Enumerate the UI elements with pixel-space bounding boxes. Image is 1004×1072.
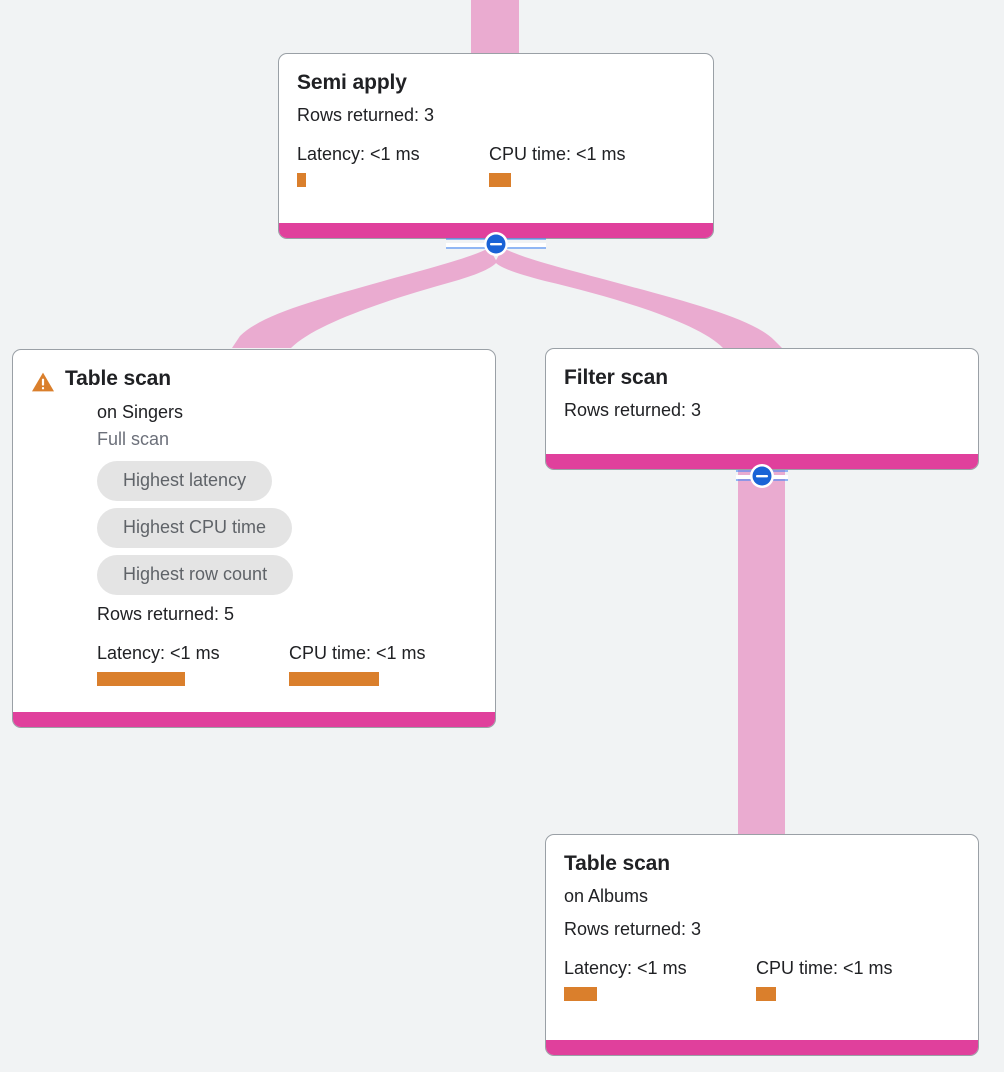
node-subtitle: on Singers [97,402,184,422]
edge-semi-apply-to-table-scan-singers [232,248,497,348]
node-body: Semi apply Rows returned: 3 Latency: <1 … [279,54,713,223]
metric-cpu: CPU time: <1 ms [489,143,626,187]
metric-latency: Latency: <1 ms [97,642,289,686]
metric-cpu: CPU time: <1 ms [289,642,426,686]
metric-cpu-bar [756,987,776,1001]
node-header: Filter scan [564,365,960,391]
node-title: Table scan [65,367,171,390]
plan-node-filter-scan[interactable]: Filter scan Rows returned: 3 [545,348,979,470]
node-accent-bar [279,223,713,238]
node-details: on Singers Full scan Highest latency Hig… [31,399,477,686]
metric-cpu-label: CPU time: <1 ms [756,958,893,978]
badge-highest-row-count[interactable]: Highest row count [97,555,294,595]
metric-cpu-bar [289,672,379,686]
node-metrics: Latency: <1 ms CPU time: <1 ms [97,642,477,686]
node-accent-bar [546,454,978,469]
badge-highest-cpu-time[interactable]: Highest CPU time [97,508,293,548]
node-accent-bar [13,712,495,727]
edge-root-to-semi-apply [471,0,519,54]
node-rows-returned: Rows returned: 3 [564,400,702,420]
edge-semi-apply-to-filter-scan [495,248,782,348]
badge-highest-latency[interactable]: Highest latency [97,461,273,501]
collapse-toggle-filter-scan[interactable] [736,464,788,490]
node-subtitle: on Albums [564,886,649,906]
metric-latency-label: Latency: <1 ms [297,144,420,164]
node-rows-returned: Rows returned: 5 [97,604,235,624]
node-metrics: Latency: <1 ms CPU time: <1 ms [564,957,960,1001]
node-header: Table scan [31,366,477,393]
node-body: Filter scan Rows returned: 3 [546,349,978,454]
plan-node-semi-apply[interactable]: Semi apply Rows returned: 3 Latency: <1 … [278,53,714,239]
node-title: Semi apply [297,71,407,94]
node-rows-returned: Rows returned: 3 [297,105,435,125]
metric-latency-bar [564,987,597,1001]
metric-latency: Latency: <1 ms [297,143,489,187]
metric-latency: Latency: <1 ms [564,957,756,1001]
plan-node-table-scan-singers[interactable]: Table scan on Singers Full scan Highest … [12,349,496,728]
warning-triangle-icon [32,372,54,392]
node-header: Table scan [564,851,960,877]
plan-node-table-scan-albums[interactable]: Table scan on Albums Rows returned: 3 La… [545,834,979,1056]
metric-latency-bar [297,173,306,187]
node-title: Filter scan [564,366,668,389]
node-accent-bar [546,1040,978,1055]
node-metrics: Latency: <1 ms CPU time: <1 ms [297,143,695,187]
edge-filter-scan-to-table-scan-albums [738,470,785,835]
collapse-toggle-semi-apply[interactable] [446,232,546,258]
node-body: Table scan on Singers Full scan Highest … [13,350,495,712]
node-header: Semi apply [297,70,695,96]
metric-cpu-label: CPU time: <1 ms [489,144,626,164]
node-badges: Highest latency Highest CPU time Highest… [97,461,477,595]
node-body: Table scan on Albums Rows returned: 3 La… [546,835,978,1040]
metric-cpu: CPU time: <1 ms [756,957,893,1001]
metric-latency-bar [97,672,185,686]
node-title: Table scan [564,852,670,875]
metric-cpu-label: CPU time: <1 ms [289,643,426,663]
node-rows-returned: Rows returned: 3 [564,919,702,939]
metric-latency-label: Latency: <1 ms [97,643,220,663]
node-scan-type: Full scan [97,429,170,449]
metric-latency-label: Latency: <1 ms [564,958,687,978]
metric-cpu-bar [489,173,511,187]
